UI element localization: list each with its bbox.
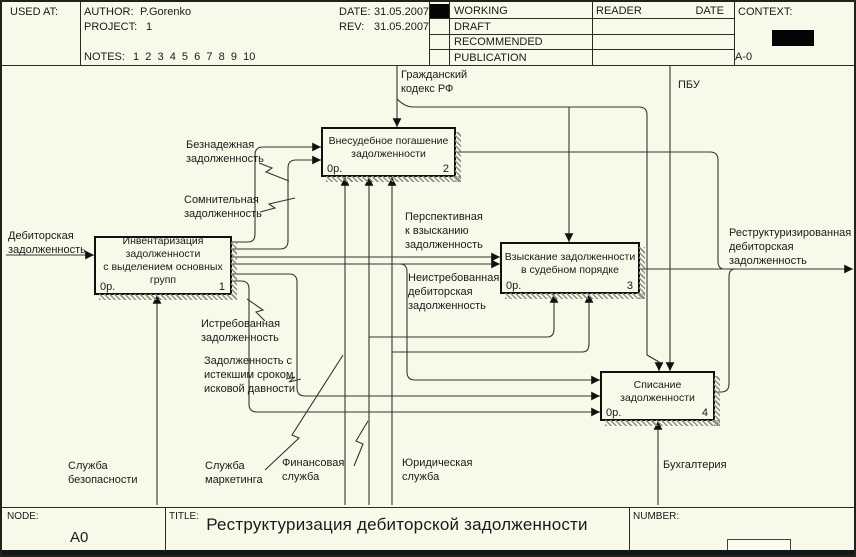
activity-box-4-number: 4 [701, 407, 708, 419]
header-divider-3 [449, 2, 450, 65]
activity-box-2-cost: 0р. [327, 163, 343, 175]
used-at-label: USED AT: [10, 6, 59, 18]
label-sluzhba-bezopasnosti: Служба безопасности [68, 460, 138, 486]
activity-box-1-name: Инвентаризация задолженности с выделение… [103, 235, 223, 286]
project-label: PROJECT: [84, 21, 138, 33]
author-label: AUTHOR: [84, 6, 134, 18]
context-label: CONTEXT: [738, 6, 793, 18]
callout-somnitelnaya [259, 197, 296, 213]
arrow-box1-to-box4-a [399, 263, 600, 385]
reader-date-label: DATE [695, 5, 724, 17]
label-neistrebovannaya: Неистребованная дебиторская задолженност… [408, 272, 500, 312]
label-pbu: ПБУ [678, 79, 700, 91]
label-sluzhba-marketinga: Служба маркетинга [205, 460, 263, 486]
title-label: TITLE: [169, 511, 200, 522]
reader-label: READER [596, 5, 642, 17]
activity-box-4-name: Списание задолженности [620, 378, 695, 404]
arrow-box1-to-box2-b [232, 155, 322, 250]
working-marker-icon [430, 4, 449, 18]
node-value: A0 [70, 529, 89, 546]
header-divider-4 [592, 2, 593, 65]
arrow-box1-to-box2-a [232, 142, 322, 243]
arrow-box2-output-merge [456, 151, 725, 270]
label-grazhdanskiy-kodeks: Гражданский кодекс РФ [401, 69, 468, 95]
label-istekshiy-srok: Задолженность с истекшим сроком исковой … [204, 355, 295, 395]
label-buhgalteriya: Бухгалтерия [663, 459, 727, 471]
header-row-line-3 [429, 49, 734, 50]
callout-beznadezhnaya [258, 162, 290, 182]
rev-value: 31.05.2007 [374, 21, 430, 33]
callout-istekshiy [285, 376, 302, 383]
status-publication: PUBLICATION [454, 52, 527, 64]
status-draft: DRAFT [454, 21, 491, 33]
label-somnitelnaya: Сомнительная задолженность [184, 194, 262, 220]
activity-box-4[interactable]: Списание задолженности 0р. 4 [600, 371, 720, 426]
header-bottom-line [2, 65, 854, 66]
arrow-yuridicheskaya-box3 [392, 293, 594, 353]
activity-box-2-name: Внесудебное погашение задолженности [328, 134, 449, 160]
activity-box-2[interactable]: Внесудебное погашение задолженности 0р. … [321, 127, 461, 182]
label-debitorskaya: Дебиторская задолженность [8, 230, 86, 256]
label-istrebovannaya: Истребованная задолженность [201, 318, 281, 344]
activity-box-2-number: 2 [442, 163, 449, 175]
rev-label: REV: [339, 21, 365, 33]
arrow-gk-to-box4 [396, 98, 664, 372]
arrow-box1-to-box4-c [232, 280, 600, 417]
notes-value: 1 2 3 4 5 6 7 8 9 10 [133, 51, 256, 63]
label-restrukturizirovannaya: Реструктуризированная дебиторская задолж… [729, 227, 852, 267]
bottom-border-bar [2, 550, 854, 555]
context-thumbnail-icon[interactable] [772, 30, 814, 46]
callout-marketinga [264, 354, 344, 471]
status-working: WORKING [454, 5, 508, 17]
callout-istrebovannaya [246, 298, 266, 322]
activity-box-3[interactable]: Взыскание задолженности в судебном поряд… [500, 242, 645, 299]
arrow-box1-to-box4-b [232, 273, 600, 401]
activity-box-1[interactable]: Инвентаризация задолженности с выделение… [94, 235, 237, 300]
header-row-line-2 [429, 34, 734, 35]
callout-finansovaya [353, 420, 369, 467]
project-value: 1 [146, 21, 153, 33]
notes-label: NOTES: [84, 51, 125, 63]
footer-top-line [2, 507, 854, 508]
footer-divider-1 [165, 507, 166, 555]
status-recommended: RECOMMENDED [454, 36, 543, 48]
activity-box-4-cost: 0р. [606, 407, 622, 419]
context-node-value: A-0 [735, 51, 753, 63]
header-row-line-1 [429, 18, 734, 19]
header-divider-5 [734, 2, 735, 65]
activity-box-3-name: Взыскание задолженности в судебном поряд… [504, 250, 636, 276]
activity-box-3-number: 3 [626, 280, 633, 292]
date-label: DATE: [339, 6, 371, 18]
arrow-finansovaya-box3 [369, 293, 559, 338]
header-divider-2 [429, 2, 430, 65]
activity-box-1-cost: 0р. [100, 281, 116, 293]
activity-box-3-cost: 0р. [506, 280, 522, 292]
header-divider-1 [80, 2, 81, 65]
author-value: P.Gorenko [140, 6, 192, 18]
label-finansovaya-sluzhba: Финансовая служба [282, 457, 345, 483]
arrow-box4-output-merge [715, 268, 736, 393]
label-yuridicheskaya-sluzhba: Юридическая служба [402, 457, 473, 483]
label-beznadezhnaya: Безнадежная задолженность [186, 139, 264, 165]
diagram-title: Реструктуризация дебиторской задолженнос… [206, 515, 588, 534]
activity-box-1-number: 1 [218, 281, 225, 293]
node-label: NODE: [7, 511, 39, 522]
label-perspektivnaya: Перспективная к взысканию задолженность [405, 211, 483, 251]
footer-divider-2 [629, 507, 630, 555]
date-value: 31.05.2007 [374, 6, 430, 18]
number-label: NUMBER: [633, 511, 680, 522]
